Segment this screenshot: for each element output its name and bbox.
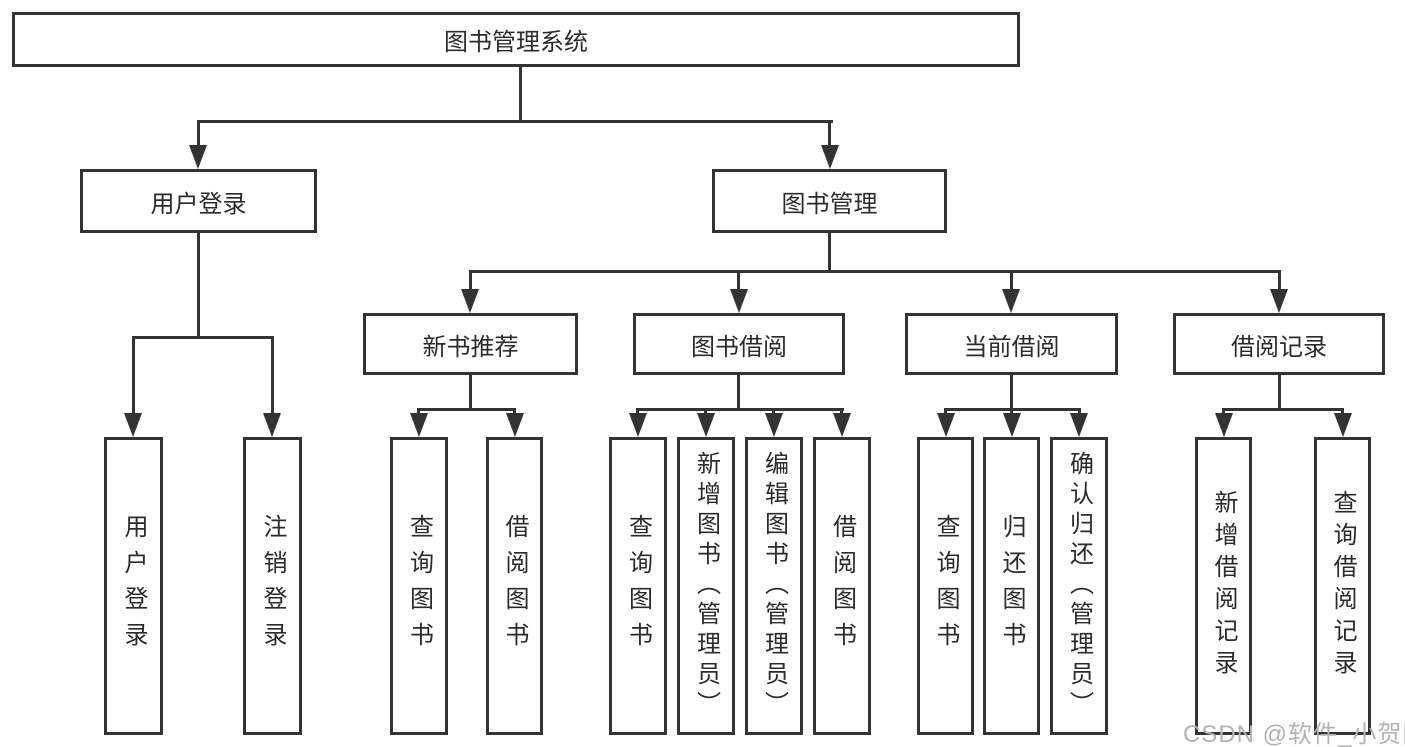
edge-drop-query-record — [1341, 408, 1344, 415]
leaf-user-login-label: 用户登录 — [120, 514, 147, 658]
edge-drop-add-books — [704, 408, 707, 415]
node-root-label: 图书管理系统 — [444, 29, 588, 56]
edge-bookmgmt-stem — [828, 233, 831, 270]
leaf-query-books-current: 查询图书 — [917, 437, 974, 735]
edge-drop-query3 — [944, 408, 947, 415]
arrowhead-query3 — [937, 413, 955, 437]
csdn-watermark: CSDN @软件_小贺同学 — [1183, 721, 1405, 747]
leaf-add-books-admin: 新增图书（管理员） — [677, 437, 735, 735]
edge-drop-query2 — [636, 408, 639, 415]
arrowhead-new-book-rec — [461, 289, 479, 313]
arrowhead-user-login — [189, 145, 207, 169]
leaf-add-books-admin-label: 新增图书（管理员） — [692, 451, 720, 721]
edge-drop-confirm-return — [1078, 408, 1081, 415]
leaf-query-books-borrowing: 查询图书 — [609, 437, 667, 735]
leaf-borrow-books-recommend-label: 借阅图书 — [501, 514, 528, 658]
edge-root-branch — [197, 120, 833, 123]
edge-bookborrow-branch — [636, 408, 844, 411]
edge-drop-user-login — [197, 120, 200, 147]
leaf-borrow-books-borrowing: 借阅图书 — [813, 437, 871, 735]
edge-drop-new-book-rec — [469, 270, 472, 291]
arrowhead-confirm-return — [1070, 413, 1088, 437]
node-book-borrowing-label: 图书借阅 — [691, 333, 787, 361]
node-book-management-label: 图书管理 — [781, 190, 878, 218]
edge-drop-query1 — [417, 408, 420, 415]
leaf-query-books-current-label: 查询图书 — [932, 514, 959, 658]
arrowhead-book-borrow — [730, 289, 748, 313]
node-user-login: 用户登录 — [80, 169, 317, 233]
edge-userlogin-branch — [132, 336, 274, 339]
node-borrowing-records: 借阅记录 — [1173, 313, 1385, 375]
edge-drop-book-mgmt — [828, 120, 831, 147]
node-book-borrowing: 图书借阅 — [633, 313, 845, 375]
edge-borrowrec-branch — [1222, 408, 1344, 411]
leaf-logout-label: 注销登录 — [259, 514, 286, 658]
edge-newbookrec-branch — [417, 408, 516, 411]
leaf-query-books-recommend-label: 查询图书 — [405, 514, 433, 658]
edge-userlogin-stem — [197, 233, 200, 336]
arrowhead-query-record — [1334, 413, 1352, 437]
arrowhead-edit-books — [765, 413, 783, 437]
leaf-add-borrow-record-label: 新增借阅记录 — [1210, 490, 1237, 682]
edge-drop-book-borrow — [737, 270, 740, 291]
node-current-borrowing-label: 当前借阅 — [963, 333, 1060, 361]
arrowhead-current-borrow — [1002, 289, 1020, 313]
leaf-borrow-books-borrowing-label: 借阅图书 — [828, 514, 856, 658]
node-new-book-recommend-label: 新书推荐 — [422, 333, 519, 361]
edge-drop-leaf-login — [132, 336, 135, 415]
edge-drop-borrow-records — [1278, 270, 1281, 291]
edge-root-stem — [519, 67, 522, 120]
node-new-book-recommend: 新书推荐 — [363, 313, 578, 375]
edge-newbookrec-stem — [469, 375, 472, 408]
arrowhead-return-books — [1003, 413, 1021, 437]
leaf-edit-books-admin-label: 编辑图书（管理员） — [760, 451, 788, 721]
edge-drop-add-record — [1222, 408, 1225, 415]
edge-borrowrec-stem — [1278, 375, 1281, 408]
edge-drop-borrow2 — [840, 408, 843, 415]
node-book-management: 图书管理 — [712, 169, 947, 233]
leaf-logout: 注销登录 — [243, 437, 302, 735]
arrowhead-borrow2 — [833, 413, 851, 437]
leaf-return-books-label: 归还图书 — [998, 514, 1025, 658]
leaf-query-books-borrowing-label: 查询图书 — [624, 514, 652, 658]
arrowhead-leaf-logout — [263, 413, 281, 437]
leaf-query-borrow-record: 查询借阅记录 — [1314, 437, 1371, 735]
arrowhead-add-books — [697, 413, 715, 437]
arrowhead-leaf-login — [124, 413, 142, 437]
edge-bookmgmt-branch — [469, 270, 1281, 273]
node-borrowing-records-label: 借阅记录 — [1231, 333, 1327, 361]
leaf-query-books-recommend: 查询图书 — [390, 437, 448, 735]
leaf-confirm-return-admin-label: 确认归还（管理员） — [1065, 451, 1093, 721]
arrowhead-book-mgmt — [821, 145, 839, 169]
arrowhead-borrow-records — [1270, 289, 1288, 313]
leaf-borrow-books-recommend: 借阅图书 — [486, 437, 543, 735]
edge-drop-borrow1 — [513, 408, 516, 415]
arrowhead-borrow1 — [506, 413, 524, 437]
leaf-edit-books-admin: 编辑图书（管理员） — [745, 437, 803, 735]
node-current-borrowing: 当前借阅 — [905, 313, 1118, 375]
edge-currentborrow-stem — [1010, 375, 1013, 408]
leaf-query-borrow-record-label: 查询借阅记录 — [1329, 490, 1356, 682]
leaf-add-borrow-record: 新增借阅记录 — [1195, 437, 1252, 735]
arrowhead-query2 — [629, 413, 647, 437]
edge-bookborrow-stem — [737, 375, 740, 408]
node-user-login-label: 用户登录 — [150, 190, 247, 218]
leaf-user-login: 用户登录 — [104, 437, 163, 735]
arrowhead-query1 — [410, 413, 428, 437]
edge-drop-return-books — [1010, 408, 1013, 415]
edge-drop-edit-books — [772, 408, 775, 415]
arrowhead-add-record — [1215, 413, 1233, 437]
edge-drop-leaf-logout — [271, 336, 274, 415]
edge-drop-current-borrow — [1010, 270, 1013, 291]
node-root-system: 图书管理系统 — [12, 12, 1020, 67]
leaf-confirm-return-admin: 确认归还（管理员） — [1050, 437, 1108, 735]
leaf-return-books: 归还图书 — [983, 437, 1040, 735]
